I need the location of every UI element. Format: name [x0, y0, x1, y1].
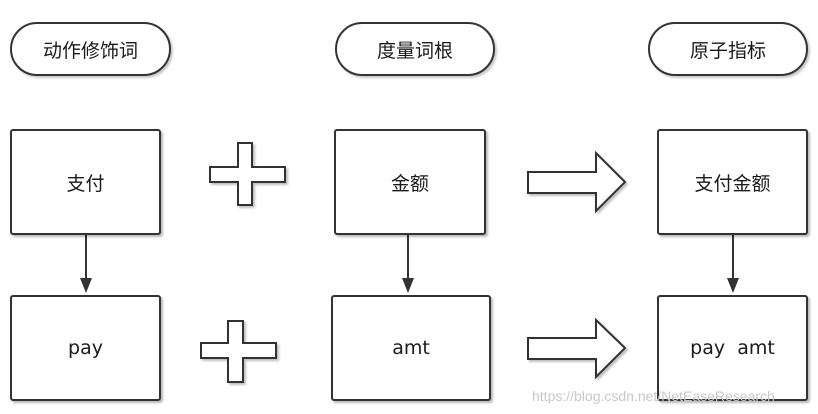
header-atomic-label: 原子指标	[689, 39, 766, 62]
connector-atomic	[727, 234, 739, 293]
node-atomic-en-label: pay amt	[690, 337, 775, 359]
header-measure-root: 度量词根	[335, 22, 495, 76]
node-action-en: pay	[10, 295, 161, 401]
arrow-right-icon	[527, 317, 627, 380]
header-action-modifier: 动作修饰词	[10, 22, 171, 76]
connector-measure	[402, 234, 414, 293]
arrow-right-icon	[527, 150, 627, 214]
node-measure-cn-label: 金额	[390, 172, 429, 195]
watermark-text: https://blog.csdn.net/NetEaseResearch	[532, 388, 775, 404]
header-atomic-metric: 原子指标	[648, 22, 808, 76]
connector-action	[80, 234, 92, 293]
node-measure-en: amt	[331, 295, 491, 401]
plus-icon	[209, 142, 286, 206]
node-atomic-cn-label: 支付金额	[694, 172, 771, 195]
plus-icon	[200, 320, 277, 383]
header-action-label: 动作修饰词	[42, 39, 138, 62]
header-measure-label: 度量词根	[376, 39, 453, 62]
node-atomic-en: pay amt	[657, 295, 808, 401]
node-measure-en-label: amt	[392, 337, 430, 359]
node-action-en-label: pay	[68, 337, 103, 359]
node-action-cn-label: 支付	[66, 172, 105, 195]
node-action-cn: 支付	[10, 129, 161, 235]
node-atomic-cn: 支付金额	[657, 129, 808, 235]
node-measure-cn: 金额	[334, 129, 486, 235]
